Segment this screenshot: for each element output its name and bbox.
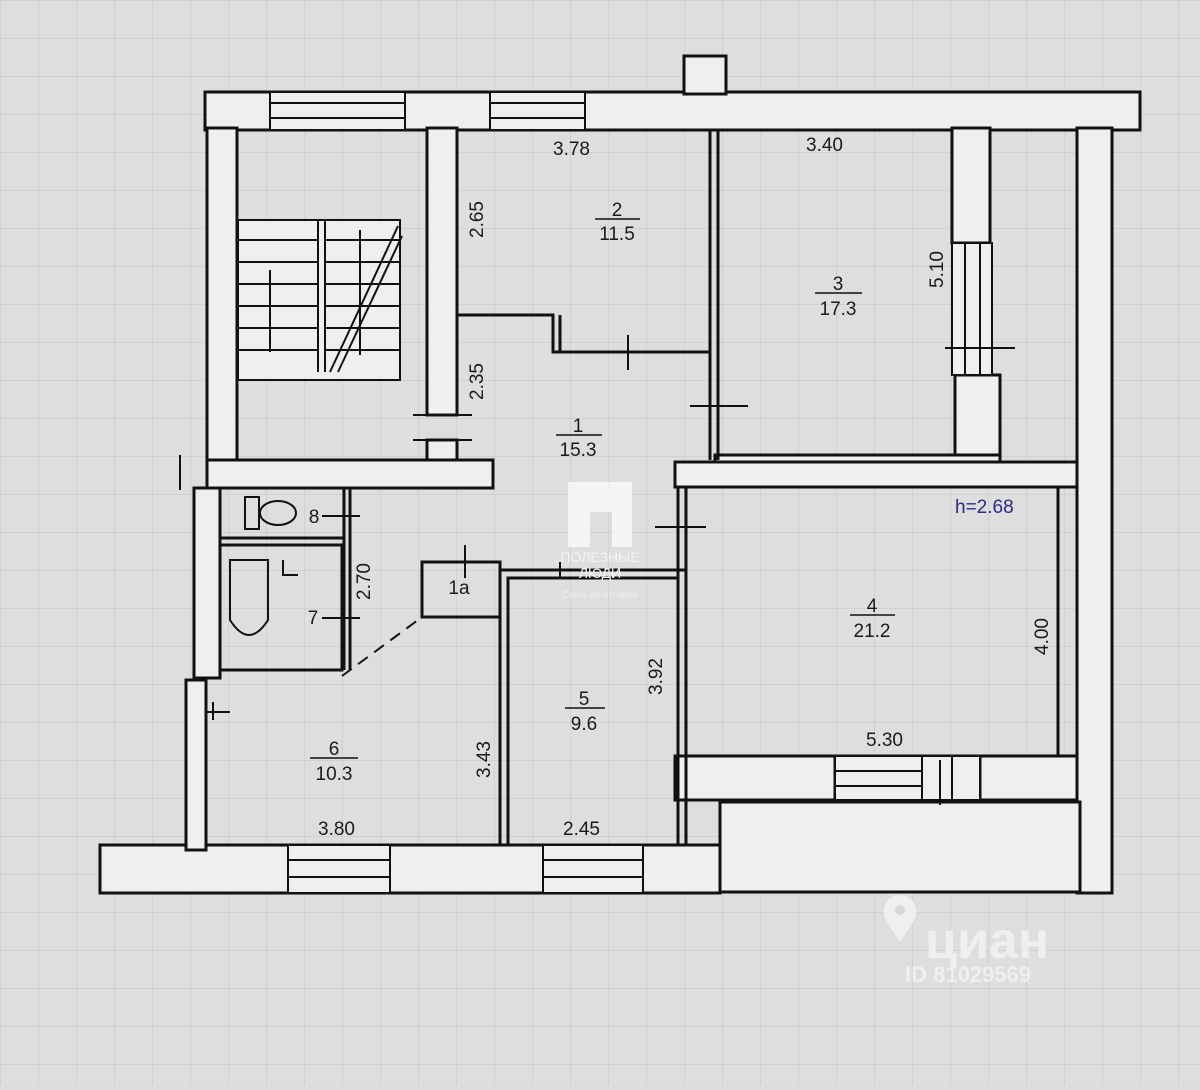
listing-id: ID 81029569 — [905, 962, 1031, 987]
agency-name-line1: ПОЛЕЗНЫЕ — [560, 549, 639, 565]
balcony-slab — [718, 800, 1082, 894]
room-6-number: 6 — [329, 739, 340, 760]
dim-room6-height: 3.43 — [474, 741, 495, 778]
dim-room5-height: 3.92 — [646, 658, 667, 695]
stair-break-line — [337, 235, 403, 373]
room-3-area: 17.3 — [820, 299, 857, 320]
agency-logo — [568, 482, 632, 547]
location-pin-dot — [895, 905, 905, 915]
wall-right-upper — [950, 126, 992, 245]
wall-balcony-left — [673, 754, 837, 802]
room-5-area: 9.6 — [571, 714, 597, 735]
agency-name-line2: ЛЮДИ — [579, 565, 621, 581]
wall-left-bath — [192, 486, 222, 680]
room-2-number: 2 — [612, 200, 623, 221]
wall-room4-top — [673, 460, 1079, 489]
windows — [269, 91, 993, 894]
stair-break-line — [329, 225, 399, 373]
room-labels: 2 11.5 3 17.3 1 15.3 4 21.2 5 9.6 6 10.3… — [308, 200, 895, 785]
agency-watermark: ПОЛЕЗНЫЕ ЛЮДИ Союз риэлторов — [560, 482, 640, 601]
wall-left-upper — [205, 126, 239, 482]
window-room4 — [834, 755, 981, 801]
corridor-dashed-line — [341, 616, 423, 677]
window-room3 — [951, 242, 993, 376]
room-8-number: 8 — [309, 507, 320, 528]
room-4-area: 21.2 — [854, 621, 891, 642]
room-2-area: 11.5 — [599, 224, 635, 245]
partition-room2-bottom — [457, 313, 710, 354]
dim-room3-height: 5.10 — [927, 251, 948, 288]
walls — [98, 54, 1142, 895]
room-3-number: 3 — [833, 274, 844, 295]
wall-right-mid — [953, 373, 1002, 457]
room-1-area: 15.3 — [560, 440, 597, 461]
radiator-icon — [205, 702, 230, 720]
room-6-area: 10.3 — [316, 764, 353, 785]
dim-hall-height: 2.35 — [467, 363, 488, 400]
dim-room4-width: 5.30 — [866, 730, 903, 751]
agency-tagline: Союз риэлторов — [562, 590, 638, 601]
dim-room6-width: 3.80 — [318, 819, 355, 840]
portal-name: циан — [925, 912, 1049, 970]
dim-room3-width: 3.40 — [806, 135, 843, 156]
toilet-icon — [259, 500, 297, 526]
window-room2 — [489, 91, 586, 131]
room-1a-number: 1a — [448, 578, 470, 599]
window-room5 — [542, 844, 644, 894]
bath-room — [218, 543, 344, 672]
dim-room5-width: 2.45 — [563, 819, 600, 840]
fixtures — [205, 496, 298, 720]
ceiling-height-label: h=2.68 — [955, 497, 1014, 518]
bathtub-icon — [229, 559, 269, 636]
sink-icon — [282, 560, 298, 576]
dim-room4-height: 4.00 — [1032, 618, 1053, 655]
dimension-labels: 3.78 3.40 2.65 5.10 2.35 2.70 3.92 4.00 … — [318, 135, 1053, 840]
location-pin-icon — [883, 895, 917, 942]
chimney — [682, 54, 728, 96]
room-4-number: 4 — [867, 596, 878, 617]
partition-room5-left-inner — [506, 576, 678, 845]
wall-balcony-right — [978, 754, 1079, 802]
window-stair — [269, 91, 406, 131]
window-room6 — [287, 844, 391, 894]
wall-far-right — [1075, 126, 1114, 895]
dim-room2-height: 2.65 — [467, 201, 488, 238]
room-5-number: 5 — [579, 689, 590, 710]
wall-left-lower — [184, 678, 208, 852]
dim-room2-width: 3.78 — [553, 139, 590, 160]
staircase — [237, 219, 403, 381]
door-marks — [179, 335, 1015, 805]
room-7-number: 7 — [308, 608, 319, 629]
wall-stair-bottom — [205, 458, 495, 490]
closet-1a — [420, 560, 502, 619]
room-1-number: 1 — [573, 416, 584, 437]
wall-stair-right — [425, 126, 459, 417]
dim-bath-height: 2.70 — [354, 563, 375, 600]
portal-watermark: циан ID 81029569 — [883, 895, 1049, 987]
